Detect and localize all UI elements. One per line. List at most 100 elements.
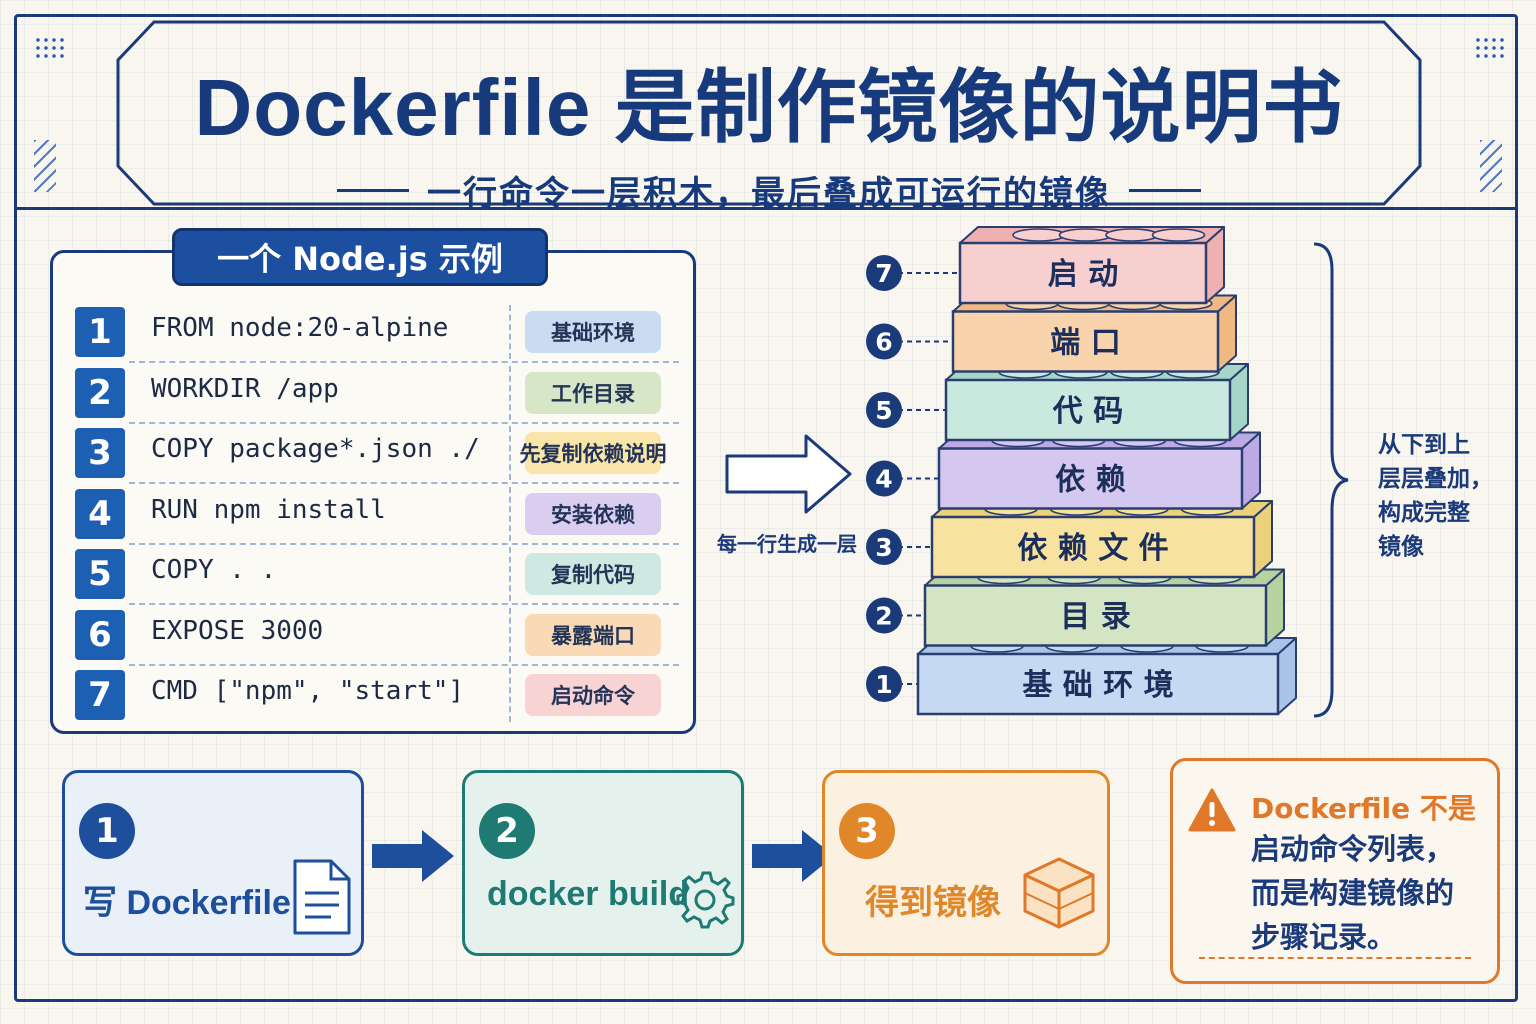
warning-body: 启动命令列表， 而是构建镜像的 步骤记录。	[1251, 827, 1454, 959]
code-panel-tag: 一个 Node.js 示例	[172, 228, 548, 286]
layer-number: 3	[875, 533, 892, 562]
subtitle-line-left	[337, 189, 409, 192]
layer-front	[916, 652, 1280, 716]
column-divider	[509, 426, 511, 480]
step-card-build: 2 docker build	[462, 770, 744, 956]
stack-layer: 依 赖4	[866, 431, 1261, 510]
layer-stack: 基 础 环 境1目 录2依 赖 文 件3依 赖4代 码5端 口6启 动7	[866, 226, 1297, 716]
step-card-image: 3 得到镜像	[822, 770, 1110, 956]
warning-heading: Dockerfile 不是	[1251, 792, 1476, 825]
layer-number-circle	[866, 323, 902, 360]
hatch-decoration-right	[1480, 140, 1502, 192]
side-note-line: 从下到上	[1378, 432, 1470, 458]
step-label: docker build	[487, 875, 690, 913]
layer-front	[944, 378, 1232, 442]
row-divider	[129, 603, 679, 605]
line-number-badge: 2	[75, 367, 125, 418]
page-subtitle: 一行命令一层积木，最后叠成可运行的镜像	[427, 174, 1111, 214]
row-divider	[129, 421, 679, 424]
line-number-badge: 6	[75, 609, 125, 660]
stack-side-note: 从下到上 层层叠加， 构成完整 镜像	[1378, 428, 1508, 564]
code-line: WORKDIR /app	[151, 373, 339, 404]
step-card-write: 1 写 Dockerfile	[62, 770, 364, 956]
layer-number-circle	[866, 597, 902, 634]
page-title: Dockerfile 是制作镜像的说明书	[194, 63, 1344, 152]
layer-front	[923, 584, 1268, 647]
layer-number-circle	[866, 255, 902, 291]
stack-layer: 基 础 环 境1	[866, 637, 1297, 716]
right-arrow-icon	[725, 434, 852, 514]
line-note-tag: 基础环境	[525, 311, 661, 353]
layer-number: 5	[875, 396, 892, 425]
subtitle-row: 一行命令一层积木，最后叠成可运行的镜像	[114, 166, 1424, 215]
dots-decoration-right	[1474, 36, 1508, 60]
warning-line: 启动命令列表，	[1251, 832, 1455, 866]
side-note-line: 构成完整	[1378, 500, 1470, 526]
line-number-badge: 3	[75, 428, 125, 478]
warning-card: Dockerfile 不是 启动命令列表， 而是构建镜像的 步骤记录。	[1170, 758, 1500, 984]
dots-decoration-left	[34, 36, 68, 60]
layer-label: 启 动	[1048, 257, 1118, 292]
stack-layer: 依 赖 文 件 3	[866, 500, 1273, 579]
column-divider	[509, 547, 511, 601]
warning-dash	[1199, 957, 1471, 959]
stack-layer: 代 码 5	[866, 363, 1249, 442]
warning-line: 步骤记录。	[1251, 920, 1397, 954]
code-line: COPY package*.json ./	[151, 434, 480, 464]
step-number: 3	[839, 803, 895, 859]
line-note-tag: 复制代码	[525, 553, 661, 595]
row-divider	[129, 663, 679, 666]
code-row: 3 COPY package*.json ./ 先复制依赖说明	[75, 424, 679, 484]
layer-label: 依 赖	[1055, 463, 1125, 498]
header-divider	[14, 207, 1518, 210]
layer-label: 依 赖 文 件	[1017, 531, 1168, 566]
step-label: 写 Dockerfile	[83, 884, 291, 922]
line-note-tag: 工作目录	[525, 371, 661, 414]
line-number-badge: 1	[75, 307, 125, 357]
layer-stud	[1058, 228, 1113, 242]
page-frame	[14, 14, 1518, 1002]
stack-layer: 目 录2	[866, 568, 1285, 647]
column-divider	[509, 305, 511, 359]
flow-arrow-icon	[752, 830, 834, 882]
layer-number-circle	[866, 666, 902, 702]
layer-number: 1	[875, 670, 892, 699]
column-divider	[509, 486, 511, 541]
layer-front	[937, 447, 1244, 510]
box-icon	[1023, 857, 1095, 929]
warning-icon	[1188, 788, 1236, 832]
brace-icon	[1313, 242, 1349, 718]
code-line: FROM node:20-alpine	[151, 313, 449, 343]
step-number: 1	[79, 803, 135, 859]
layer-stud	[1012, 228, 1066, 242]
title-banner-frame	[116, 20, 1422, 206]
row-divider	[129, 482, 679, 484]
code-row: 2 WORKDIR /app 工作目录	[75, 364, 679, 424]
hatch-decoration-left	[34, 140, 56, 192]
row-divider	[129, 361, 679, 363]
column-divider	[509, 668, 511, 722]
code-line: COPY . .	[151, 555, 277, 585]
arrow-label: 每一行生成一层	[717, 532, 857, 556]
line-number-badge: 5	[75, 549, 125, 599]
layer-label: 代 码	[1052, 394, 1123, 429]
gear-icon	[676, 871, 735, 929]
document-icon	[293, 859, 351, 935]
step-label: 得到镜像	[865, 884, 1001, 922]
code-line: CMD ["npm", "start"]	[151, 676, 465, 706]
side-note-line: 层层叠加，	[1378, 466, 1493, 492]
warning-line: 而是构建镜像的	[1251, 876, 1455, 910]
subtitle-line-right	[1129, 189, 1201, 192]
code-panel: 1 FROM node:20-alpine 基础环境 2 WORKDIR /app 工作目…	[50, 250, 696, 734]
layer-front	[958, 241, 1208, 305]
line-note-tag: 先复制依赖说明	[520, 432, 667, 474]
code-line: EXPOSE 3000	[151, 615, 324, 646]
layer-number: 2	[875, 602, 892, 631]
layer-stud	[1105, 228, 1159, 242]
line-note-tag: 启动命令	[525, 674, 661, 716]
column-divider	[509, 365, 511, 420]
layer-front	[930, 515, 1256, 579]
